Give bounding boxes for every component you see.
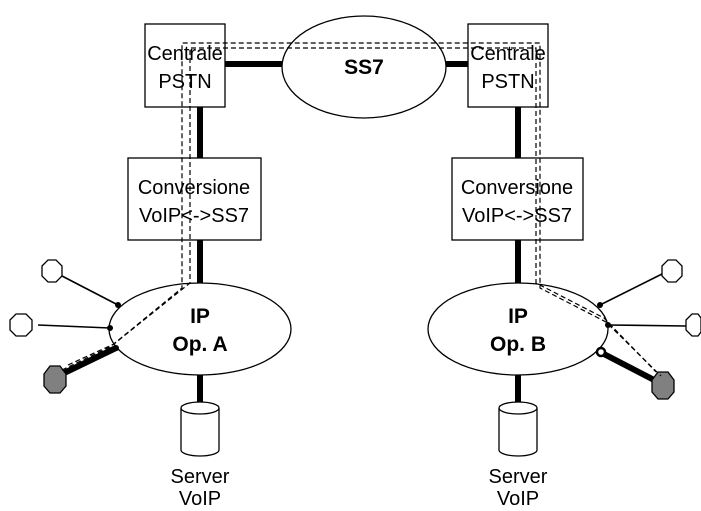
phone-right-middle-icon (685, 313, 701, 337)
gateway-left-line2: VoIP<->SS7 (139, 205, 249, 227)
pstn-right-line2: PSTN (481, 71, 534, 93)
pstn-exchange-right (467, 23, 549, 108)
ip-network-cloud-right (427, 282, 609, 376)
ip-right-line1: IP (508, 305, 528, 328)
port-right-top (597, 302, 603, 308)
phone-left-active-icon (43, 365, 67, 394)
ss7-label: SS7 (344, 56, 384, 79)
phone-right-top-icon (661, 259, 683, 283)
port-left-top (115, 302, 121, 308)
server-left-icon (180, 401, 220, 457)
server-right-line2: VoIP (497, 488, 539, 510)
ip-network-cloud-left (108, 282, 292, 376)
phone-right-active-icon (651, 371, 675, 400)
gateway-left-line1: Conversione (138, 177, 250, 199)
pstn-right-line1: Centrale (470, 43, 546, 65)
phone-left-top-icon (41, 259, 63, 283)
port-right-active (595, 346, 607, 358)
pstn-left-line2: PSTN (158, 71, 211, 93)
port-left-mid (107, 325, 113, 331)
port-left-active (113, 345, 119, 351)
pstn-exchange-left (144, 23, 226, 108)
call-path-dashed-inner (67, 47, 657, 373)
access-line-left-mid (37, 324, 111, 329)
server-right-icon (498, 401, 538, 457)
access-line-right-top (597, 273, 663, 307)
ip-right-line2: Op. B (490, 333, 546, 356)
ss7-network-cloud (281, 15, 447, 119)
access-line-right-active (598, 349, 660, 385)
server-left-line2: VoIP (179, 488, 221, 510)
ip-left-line1: IP (190, 305, 210, 328)
access-line-left-top (61, 275, 119, 306)
server-right-line1: Server (489, 466, 548, 488)
gateway-right-line1: Conversione (461, 177, 573, 199)
gateway-right-line2: VoIP<->SS7 (462, 205, 572, 227)
call-path-dashed-outer (61, 42, 662, 377)
gateway-box-right (451, 157, 584, 241)
gateway-box-left (127, 157, 262, 241)
ip-left-line2: Op. A (172, 333, 227, 356)
pstn-left-line1: Centrale (147, 43, 223, 65)
phone-left-middle-icon (9, 313, 33, 337)
access-line-left-active (58, 344, 120, 378)
server-left-line1: Server (171, 466, 230, 488)
access-line-right-mid (607, 324, 687, 327)
